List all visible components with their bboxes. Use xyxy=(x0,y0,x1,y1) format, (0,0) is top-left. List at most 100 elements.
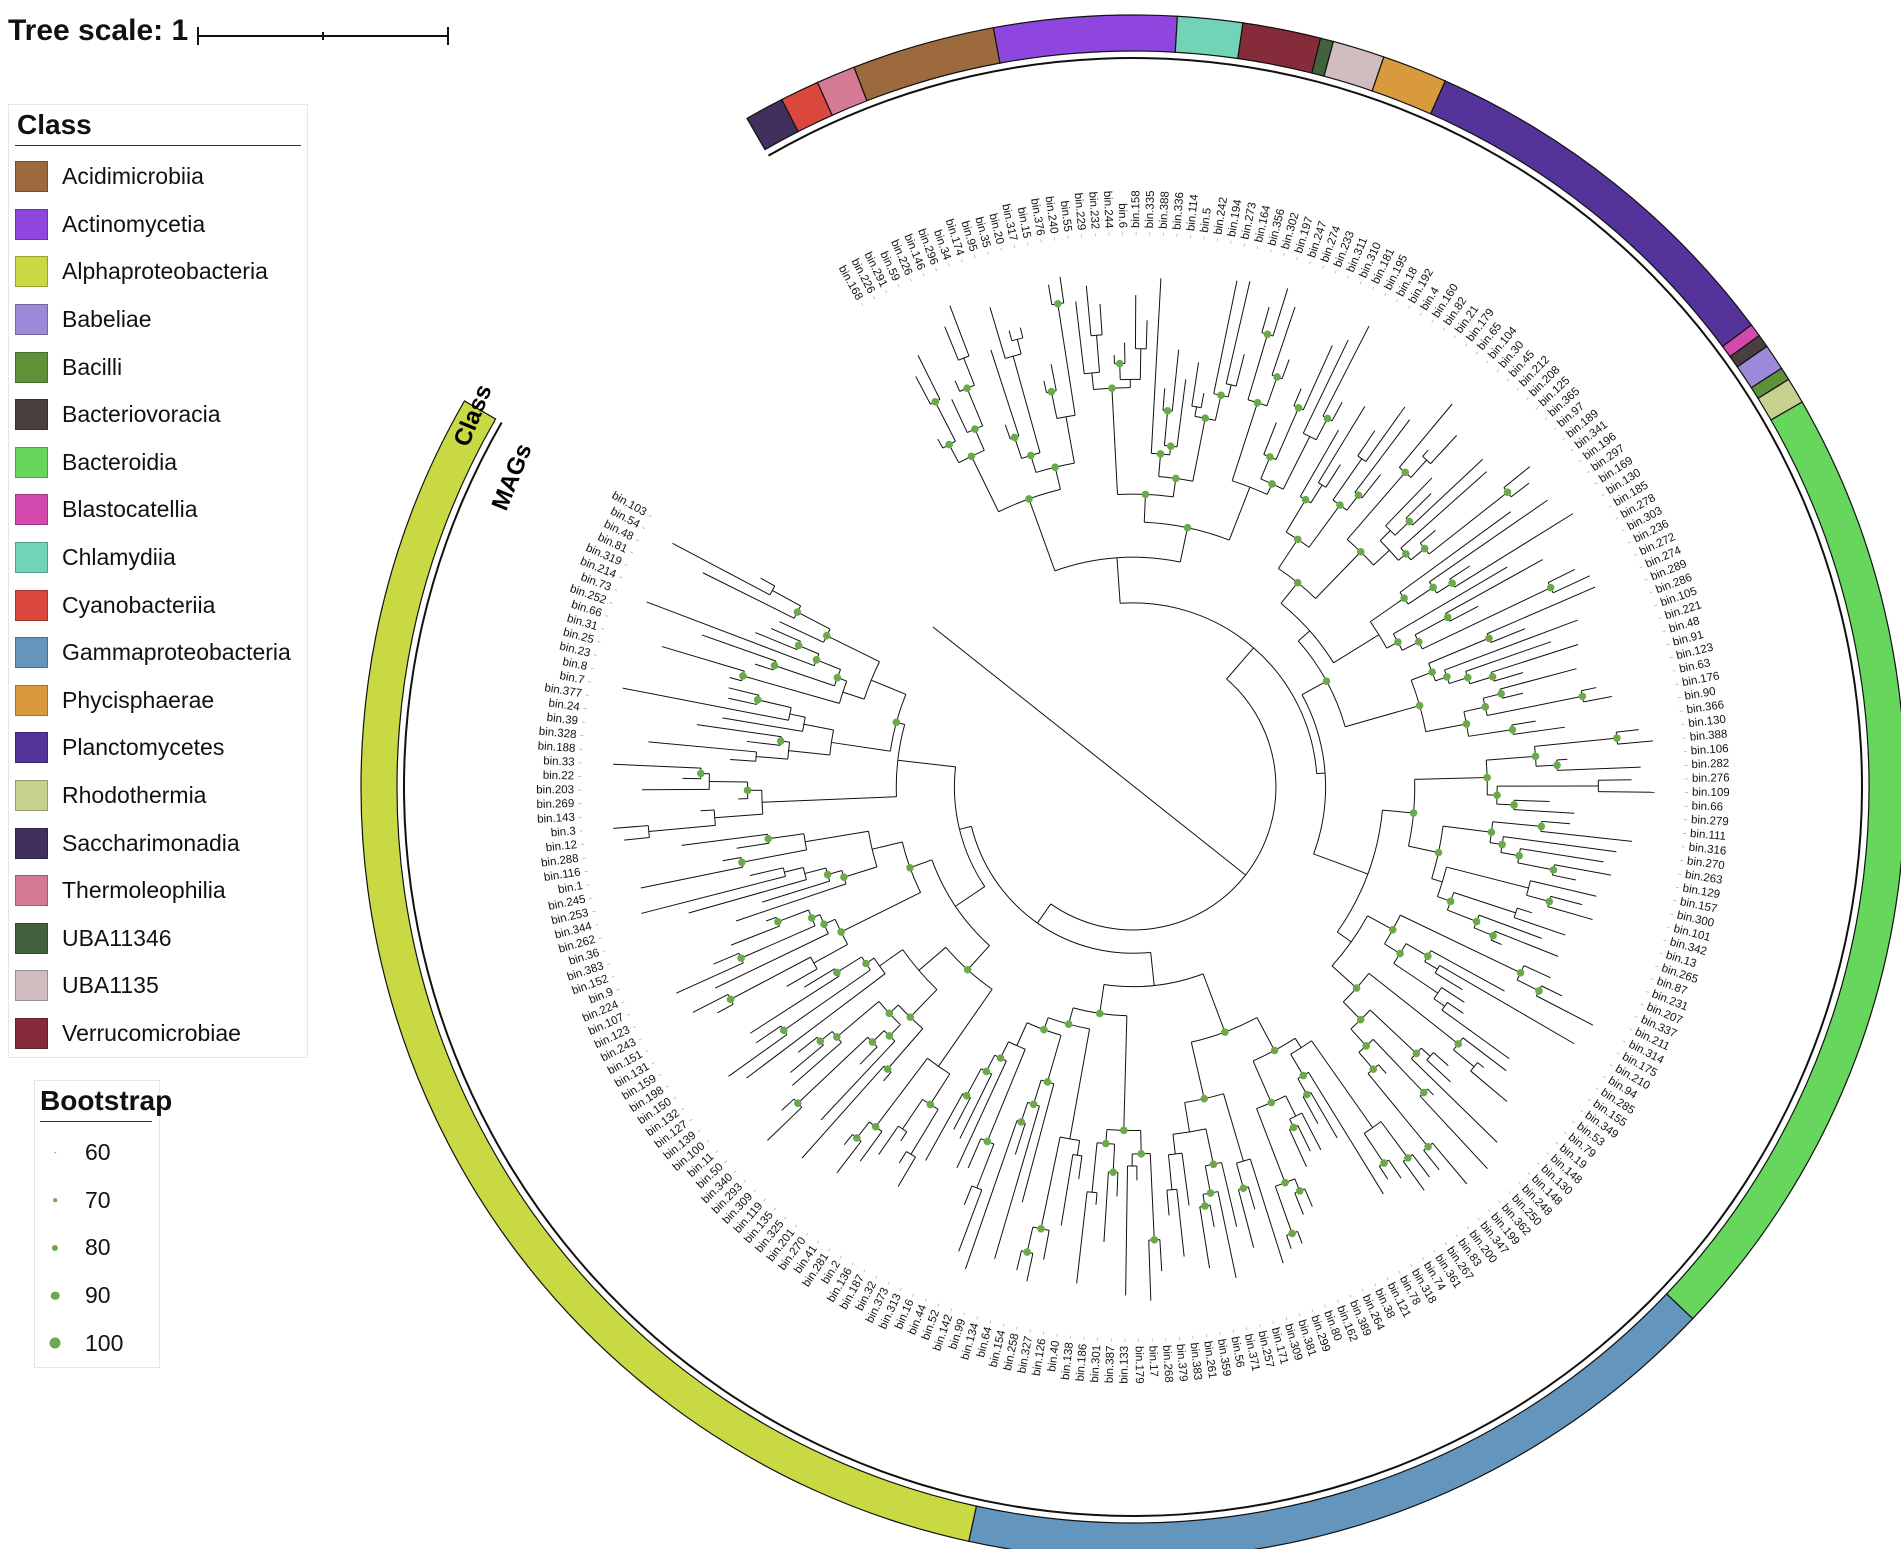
branch xyxy=(1099,303,1103,335)
branch xyxy=(1422,587,1551,650)
leader-line xyxy=(1408,305,1411,309)
class-legend-label: Cyanobacteriia xyxy=(62,591,216,618)
tip-label: bin.279 xyxy=(1691,814,1729,828)
class-color-swatch xyxy=(15,875,48,907)
tip-label: bin.335 xyxy=(1144,190,1157,228)
branch xyxy=(910,1109,939,1155)
bootstrap-dot xyxy=(1487,828,1496,837)
branch xyxy=(1469,676,1493,685)
branch xyxy=(1465,641,1552,672)
leader-line xyxy=(1309,261,1311,265)
leader-line xyxy=(1257,246,1259,250)
branch xyxy=(741,849,807,863)
branch xyxy=(762,796,897,803)
branch xyxy=(1252,1060,1272,1103)
class-legend-label: Saccharimonadia xyxy=(62,829,240,856)
branch xyxy=(1441,987,1465,1003)
branch xyxy=(1411,1058,1498,1143)
branch xyxy=(1412,1154,1430,1178)
bootstrap-dot-cell xyxy=(35,1286,75,1306)
tip-label: bin.388 xyxy=(1158,191,1172,229)
branch xyxy=(784,866,804,873)
bootstrap-dot xyxy=(1273,373,1281,381)
branch-arc xyxy=(1357,455,1367,462)
bootstrap-dot-icon xyxy=(53,1198,57,1203)
bootstrap-dot xyxy=(832,1033,841,1041)
class-legend-label: Acidimicrobiia xyxy=(62,163,204,190)
branch xyxy=(1369,1009,1417,1054)
branch xyxy=(1301,1112,1322,1151)
bootstrap-dot xyxy=(1498,840,1506,849)
leader-line xyxy=(627,1013,631,1016)
leader-line xyxy=(598,937,603,939)
branch xyxy=(1354,419,1411,493)
branch xyxy=(1470,1070,1508,1102)
branch xyxy=(949,305,970,357)
leader-line xyxy=(912,1293,915,1297)
leader-line xyxy=(924,1298,927,1302)
branch xyxy=(872,841,903,850)
leader-line xyxy=(607,963,611,965)
bootstrap-dot xyxy=(770,661,779,670)
bootstrap-dot xyxy=(971,425,979,433)
branch xyxy=(1430,435,1458,464)
branch xyxy=(1275,407,1300,460)
branch xyxy=(1433,998,1445,1007)
branch xyxy=(701,634,777,662)
branch xyxy=(836,1001,880,1038)
bootstrap-dot xyxy=(1281,1178,1289,1187)
branch xyxy=(859,1131,883,1162)
class-color-swatch xyxy=(15,446,48,478)
branch xyxy=(757,699,792,709)
bootstrap-dot xyxy=(1064,1020,1073,1028)
branch xyxy=(781,1098,795,1111)
tip-label: bin.301 xyxy=(1089,1344,1103,1382)
bootstrap-dot xyxy=(1163,406,1172,415)
branch xyxy=(1502,692,1524,699)
branch xyxy=(1026,1226,1034,1253)
branch-arc xyxy=(971,1185,982,1191)
branch xyxy=(1442,825,1492,833)
branch-arc xyxy=(788,707,792,721)
branch xyxy=(1516,979,1540,992)
branch xyxy=(1357,430,1376,457)
branch xyxy=(1046,1035,1062,1083)
tip-label: bin.188 xyxy=(537,740,575,755)
leader-line xyxy=(1663,939,1667,942)
branch xyxy=(774,665,835,687)
bootstrap-dot xyxy=(1201,1202,1209,1210)
branch-arc xyxy=(1050,678,1277,931)
bootstrap-legend-label: 100 xyxy=(85,1329,124,1356)
leader-line xyxy=(948,263,950,267)
leader-line xyxy=(989,1320,992,1324)
leader-line xyxy=(1324,1304,1327,1308)
branch xyxy=(1363,1133,1385,1164)
leader-line xyxy=(1562,438,1566,441)
tip-label: bin.138 xyxy=(1060,1342,1076,1381)
bootstrap-dot xyxy=(833,968,841,977)
leader-line xyxy=(1442,327,1445,331)
bootstrap-dot xyxy=(1253,398,1262,407)
branch xyxy=(1556,758,1568,761)
branch xyxy=(1428,637,1490,664)
leader-line xyxy=(1572,1120,1576,1124)
branch xyxy=(1453,1049,1475,1068)
tip-label: bin.114 xyxy=(1185,193,1201,232)
class-color-swatch xyxy=(15,399,48,431)
bootstrap-dot xyxy=(1051,463,1059,471)
class-legend-item: Cyanobacteriia xyxy=(15,581,305,629)
branch xyxy=(974,428,985,451)
branch xyxy=(1004,424,1011,440)
branch xyxy=(1367,915,1394,931)
branch xyxy=(1059,276,1065,303)
bootstrap-dot xyxy=(1289,1123,1298,1132)
branch xyxy=(702,572,795,619)
bootstrap-dot xyxy=(1396,949,1404,958)
branch xyxy=(843,1134,853,1146)
leader-line xyxy=(875,1275,878,1279)
class-legend-item: Acidimicrobiia xyxy=(15,153,305,201)
branch xyxy=(1430,950,1505,992)
leader-line xyxy=(590,667,594,670)
tip-label: bin.261 xyxy=(1201,1340,1218,1379)
leader-line xyxy=(1633,553,1637,556)
